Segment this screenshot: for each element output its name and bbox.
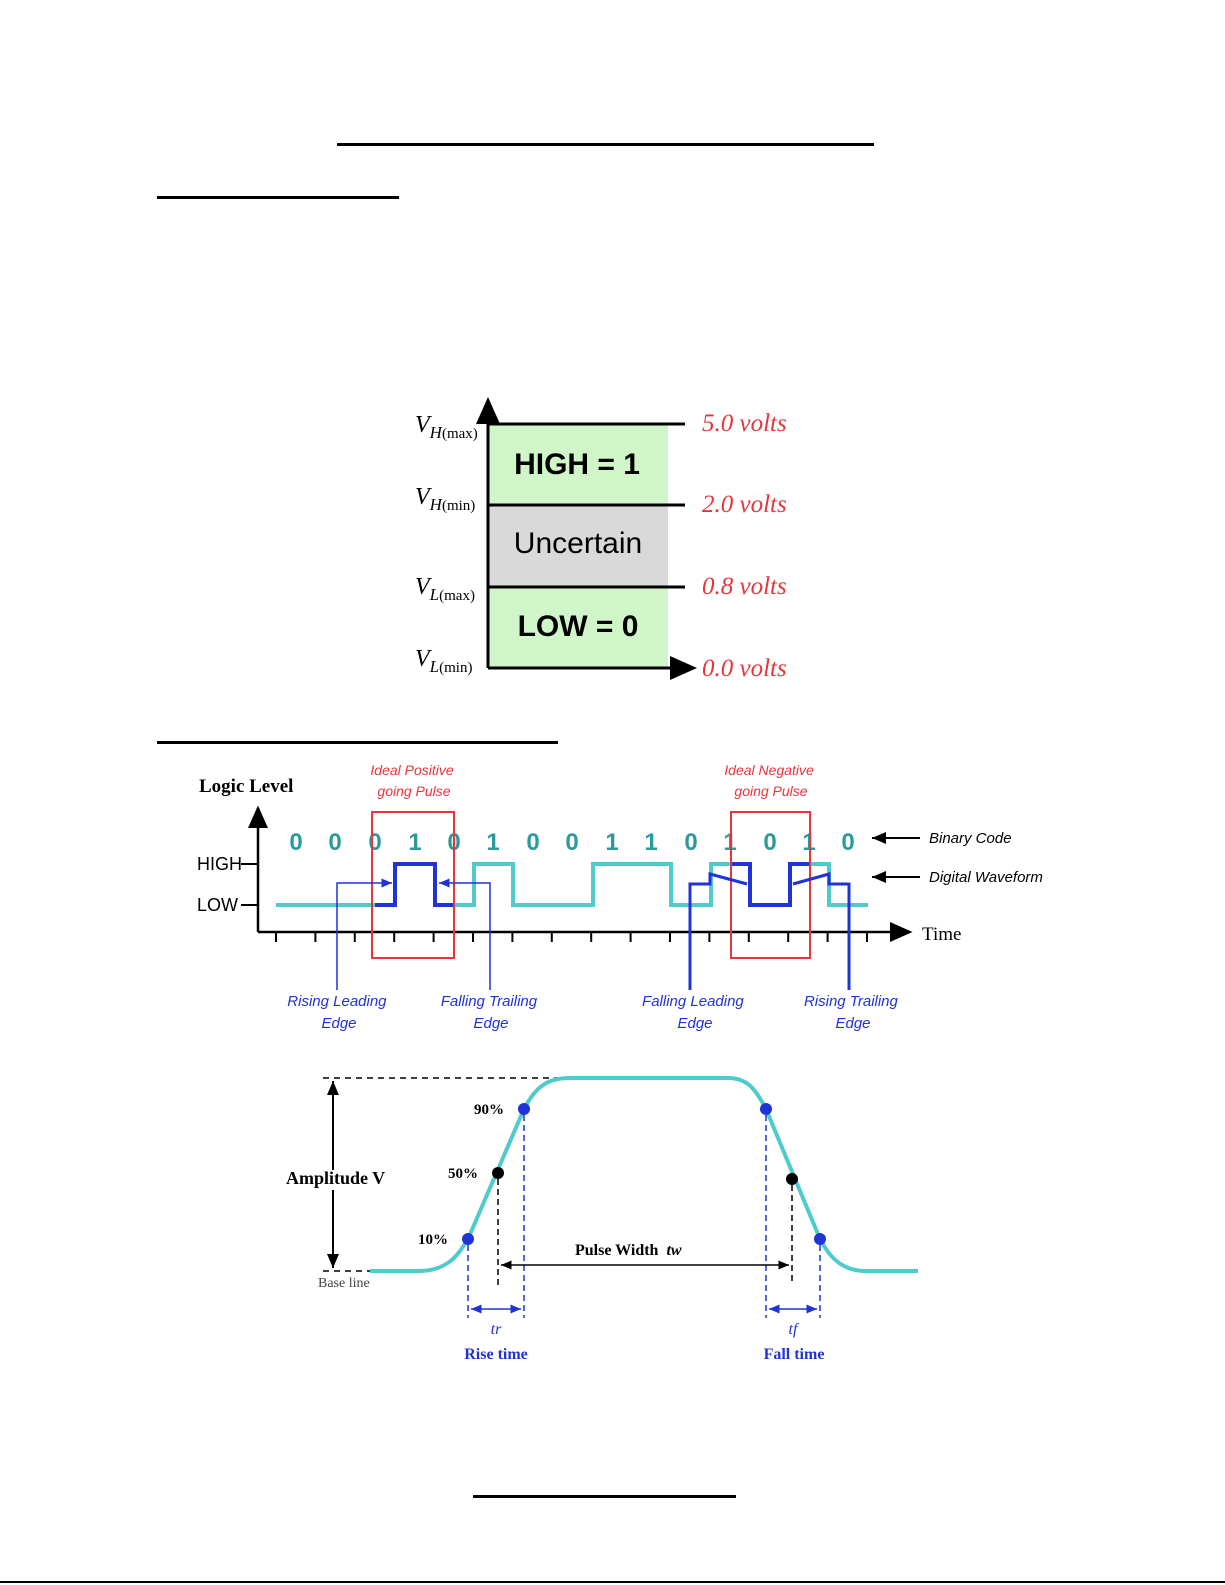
positive-pulse-label: Ideal Positive going Pulse bbox=[370, 762, 457, 799]
title-rule bbox=[337, 143, 874, 146]
negative-pulse-line bbox=[730, 862, 809, 907]
rise-10-marker bbox=[462, 1233, 474, 1245]
digital-waveform-label: Digital Waveform bbox=[929, 869, 1043, 886]
logic-levels-diagram: HIGH = 1 Uncertain LOW = 0 VH(max) VH(mi… bbox=[415, 397, 787, 682]
binary-code-row: 0 0 0 1 0 1 0 0 1 1 0 1 0 1 0 bbox=[289, 829, 854, 856]
pulse-curve bbox=[370, 1076, 918, 1273]
falling-trailing-leader bbox=[439, 878, 491, 990]
digital-waveform-diagram: Logic Level Time HIGH LOW 0 0 0 1 0 1 0 … bbox=[197, 762, 1043, 1032]
footer-rule bbox=[473, 1495, 736, 1498]
high-region-label: HIGH = 1 bbox=[514, 448, 640, 481]
rise-90-marker bbox=[518, 1103, 530, 1115]
fall-10-marker bbox=[814, 1233, 826, 1245]
low-level-label: LOW bbox=[197, 895, 238, 915]
uncertain-region bbox=[488, 505, 668, 587]
label-50-percent: 50% bbox=[448, 1166, 478, 1182]
falling-trailing-label: Falling Trailing Edge bbox=[441, 993, 542, 1032]
rise-time-symbol: tr bbox=[491, 1321, 502, 1338]
voltage-vhmax: 5.0 volts bbox=[702, 410, 787, 437]
amplitude-label: Amplitude V bbox=[286, 1168, 385, 1188]
rising-leading-leader bbox=[336, 878, 392, 990]
time-ticks bbox=[275, 932, 868, 942]
positive-pulse-line bbox=[375, 862, 455, 907]
bit: 0 bbox=[841, 829, 854, 856]
binary-code-label: Binary Code bbox=[929, 830, 1012, 847]
rising-leading-label: Rising Leading Edge bbox=[287, 993, 390, 1032]
bit: 1 bbox=[486, 829, 499, 856]
bit: 1 bbox=[408, 829, 421, 856]
label-vlmax: VL(max) bbox=[415, 574, 475, 604]
fall-90-marker bbox=[760, 1103, 772, 1115]
high-region bbox=[488, 424, 668, 505]
rising-trailing-label: Rising Trailing Edge bbox=[804, 993, 902, 1032]
fall-time-label: Fall time bbox=[764, 1346, 825, 1363]
pulse-width-label-bg bbox=[572, 1238, 722, 1258]
label-vhmin: VH(min) bbox=[415, 484, 475, 514]
voltage-vlmax: 0.8 volts bbox=[702, 573, 787, 600]
falling-leading-label: Falling Leading Edge bbox=[642, 993, 748, 1032]
time-axis-label: Time bbox=[922, 924, 961, 945]
bit: 0 bbox=[526, 829, 539, 856]
section-rule-2 bbox=[157, 741, 558, 744]
label-90-percent: 90% bbox=[474, 1102, 504, 1118]
rising-trailing-leader bbox=[792, 872, 851, 990]
bit: 0 bbox=[328, 829, 341, 856]
uncertain-region-label: Uncertain bbox=[514, 527, 642, 560]
voltage-vhmin: 2.0 volts bbox=[702, 491, 787, 518]
rise-time-label: Rise time bbox=[464, 1346, 528, 1363]
base-line-label: Base line bbox=[318, 1276, 370, 1291]
bit: 0 bbox=[565, 829, 578, 856]
label-vlmin: VL(min) bbox=[415, 646, 472, 676]
negative-pulse-label: Ideal Negative going Pulse bbox=[724, 762, 817, 799]
positive-pulse-box bbox=[371, 811, 455, 959]
logic-level-axis-label: Logic Level bbox=[199, 776, 293, 797]
label-10-percent: 10% bbox=[418, 1232, 448, 1248]
digital-waveform-line bbox=[276, 862, 868, 907]
negative-pulse-box bbox=[730, 811, 811, 959]
falling-leading-leader bbox=[688, 872, 748, 990]
high-level-label: HIGH bbox=[197, 854, 242, 874]
low-region bbox=[488, 587, 668, 668]
fall-50-marker bbox=[786, 1173, 798, 1185]
label-vhmax: VH(max) bbox=[415, 412, 478, 442]
bit: 1 bbox=[644, 829, 657, 856]
voltage-vlmin: 0.0 volts bbox=[702, 655, 787, 682]
pulse-diagram: Amplitude V Base line 90% 50% 10% Pulse … bbox=[286, 1076, 918, 1363]
bit: 0 bbox=[289, 829, 302, 856]
bit: 0 bbox=[684, 829, 697, 856]
bit: 0 bbox=[368, 829, 381, 856]
low-region-label: LOW = 0 bbox=[518, 610, 639, 643]
rise-50-marker bbox=[492, 1167, 504, 1179]
bit: 0 bbox=[763, 829, 776, 856]
bit: 1 bbox=[605, 829, 618, 856]
fall-time-symbol: tf bbox=[789, 1321, 800, 1338]
section-rule-1 bbox=[157, 196, 399, 199]
